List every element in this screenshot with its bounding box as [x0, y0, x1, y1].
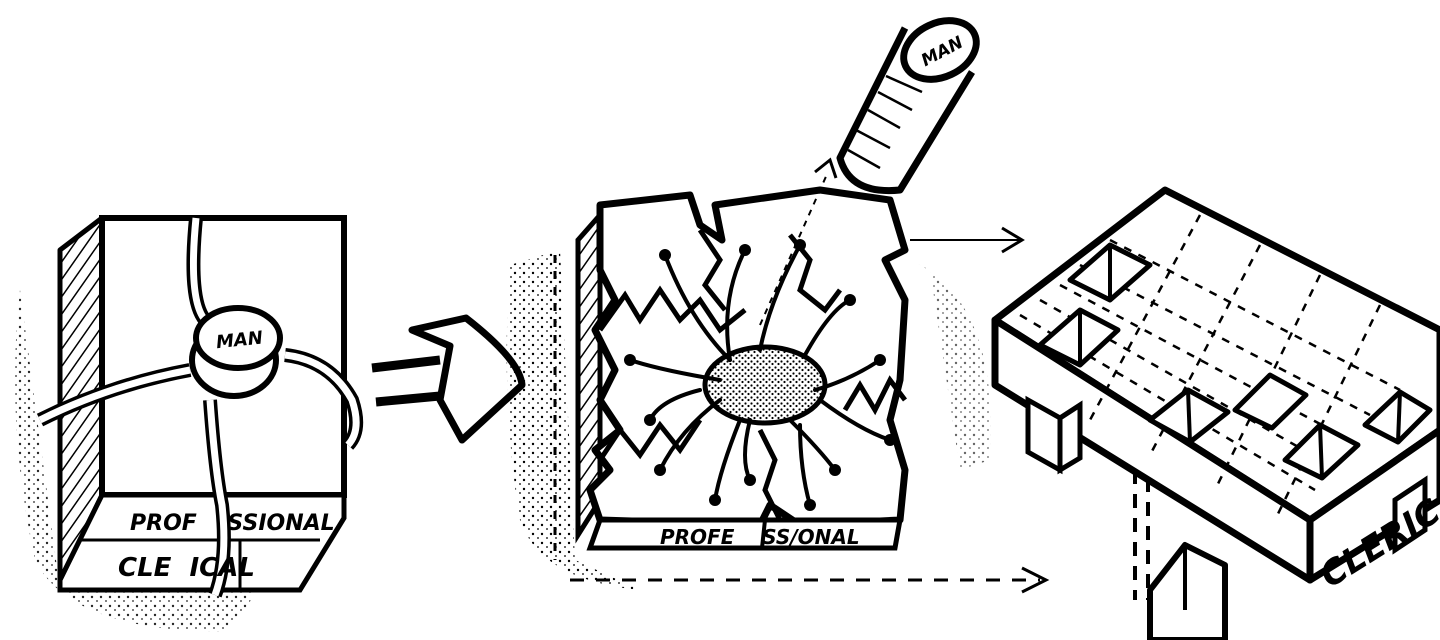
bottom-band-text: CLE ICAL	[118, 553, 255, 583]
exploded-band-text: PROFE SS/ONAL	[660, 525, 860, 549]
hanging-box	[1150, 545, 1225, 640]
stipple-trail	[910, 260, 991, 470]
clerical-tray: CLERICAL	[995, 190, 1440, 640]
transition-arrow	[372, 318, 522, 440]
arrow-head	[412, 318, 522, 440]
core-nucleus	[705, 347, 825, 423]
removed-cylinder: MAN	[838, 9, 986, 195]
top-band-text: PROF SSIONAL	[130, 511, 335, 536]
bound-block: MAN PROF SSIONAL CLE ICAL	[15, 218, 356, 632]
exploded-block: PROFE SS/ONAL	[507, 160, 1046, 592]
